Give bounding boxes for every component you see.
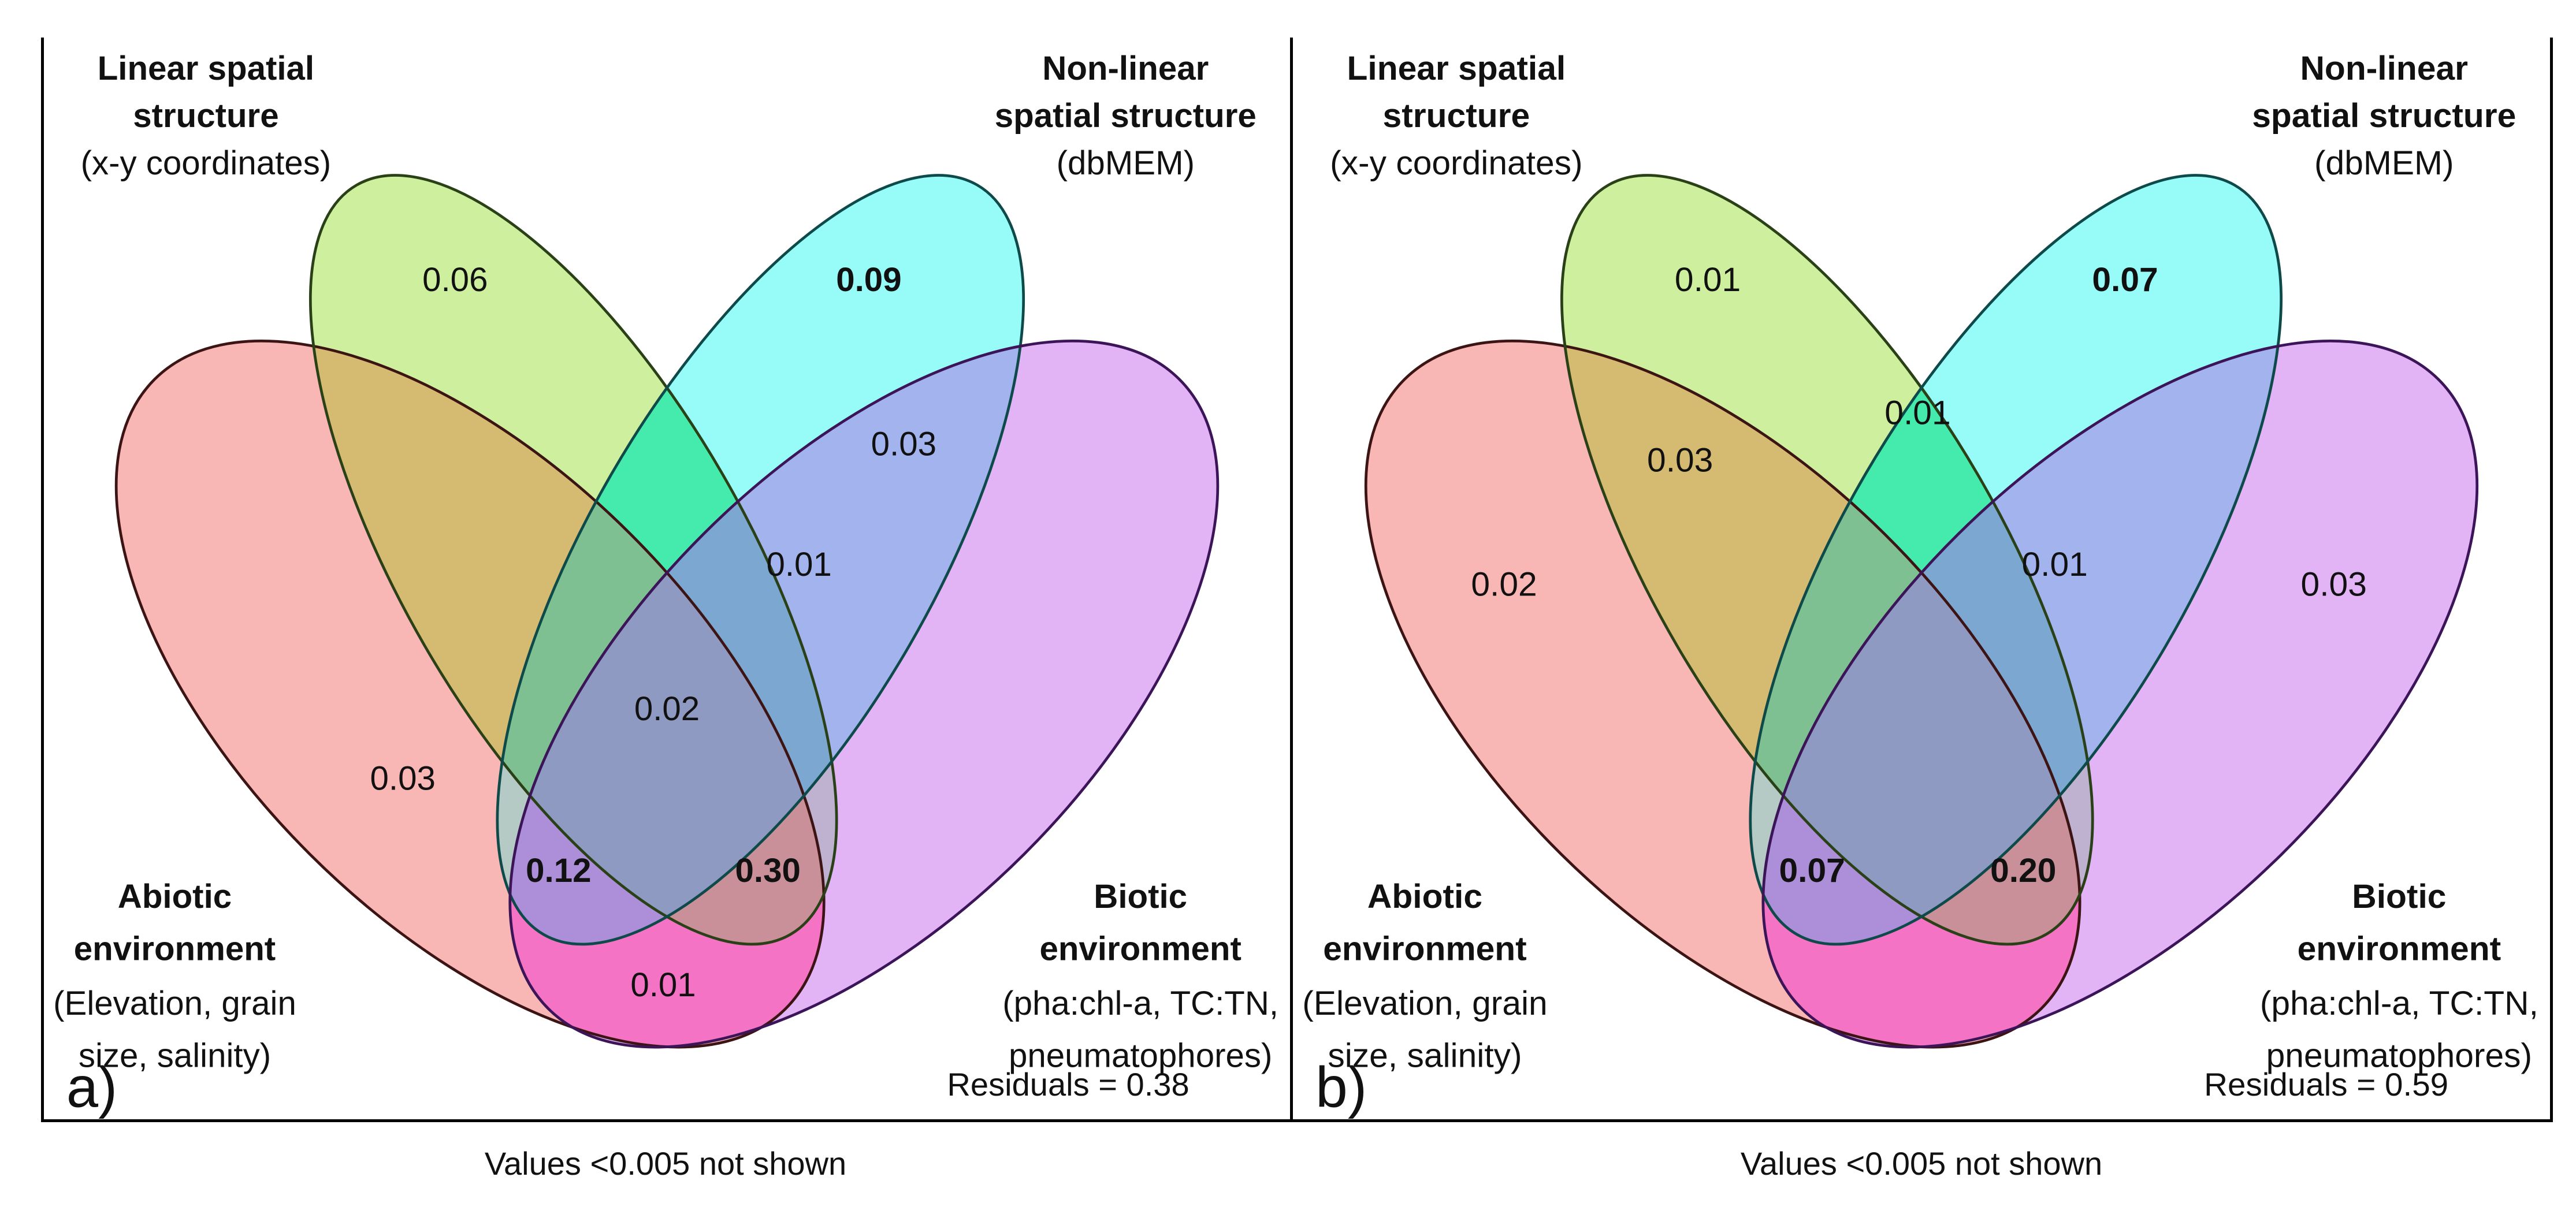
abiotic-label-line2: environment — [1323, 930, 1527, 968]
residuals-text: Residuals = 0.59 — [2204, 1066, 2448, 1103]
value-abiotic-linear: 0.03 — [1647, 442, 1713, 479]
value-nonlinear-only: 0.07 — [2092, 261, 2158, 299]
linear-label-sub: (x-y coordinates) — [1330, 144, 1582, 182]
value-linear-nonlinear: 0.01 — [1884, 394, 1950, 432]
value-nonlinear-biotic: 0.03 — [871, 425, 936, 463]
abiotic-label-sub2: size, salinity) — [1328, 1037, 1522, 1075]
value-linear-only: 0.06 — [422, 261, 488, 299]
value-linear-only: 0.01 — [1675, 261, 1741, 299]
venn-diagram-b: Linear spatial structure (x-y coordinate… — [1293, 50, 2550, 1119]
value-abiotic-linear-biotic: 0.20 — [1990, 852, 2056, 889]
nonlinear-label-line2: spatial structure — [995, 97, 1257, 135]
value-abiotic-biotic: 0.01 — [630, 966, 696, 1004]
nonlinear-label-line2: spatial structure — [2252, 97, 2516, 135]
abiotic-label-line1: Abiotic — [118, 878, 232, 915]
abiotic-label-sub2: size, salinity) — [79, 1037, 271, 1075]
panel-tag: a) — [66, 1056, 117, 1119]
linear-label-line2: structure — [133, 97, 278, 135]
linear-label-line1: Linear spatial — [1347, 50, 1566, 87]
value-abiotic-linear-biotic: 0.30 — [735, 852, 801, 889]
biotic-label-line2: environment — [1039, 930, 1241, 967]
linear-label-line2: structure — [1383, 97, 1530, 135]
linear-label-sub: (x-y coordinates) — [81, 144, 332, 182]
value-biotic-only: 0.03 — [2301, 566, 2367, 604]
value-abiotic-nonlinear: 0.03 — [370, 760, 436, 798]
value-abiotic-nonlinear-biotic: 0.12 — [526, 852, 591, 889]
biotic-label-sub2: pneumatophores) — [2266, 1037, 2533, 1075]
footnote-panel-b: Values <0.005 not shown — [1740, 1145, 2103, 1182]
biotic-label-sub1: (pha:chl-a, TC:TN, — [2260, 985, 2538, 1022]
value-linear-nonlinear-biotic: 0.01 — [2021, 546, 2087, 583]
panel-b: Linear spatial structure (x-y coordinate… — [1290, 38, 2553, 1122]
abiotic-label-sub1: (Elevation, grain — [53, 985, 296, 1022]
residuals-text: Residuals = 0.38 — [947, 1066, 1189, 1103]
panel-a: Linear spatial structure (x-y coordinate… — [41, 38, 1290, 1122]
linear-label-line1: Linear spatial — [98, 50, 314, 87]
value-nonlinear-only: 0.09 — [836, 261, 901, 299]
value-linear-nonlinear-biotic: 0.01 — [766, 546, 831, 583]
abiotic-label-line1: Abiotic — [1367, 878, 1482, 915]
biotic-label-line1: Biotic — [1094, 878, 1187, 915]
nonlinear-label-sub: (dbMEM) — [1057, 144, 1195, 182]
value-all-four: 0.02 — [634, 690, 700, 728]
nonlinear-label-line1: Non-linear — [1042, 50, 1209, 87]
value-abiotic-only: 0.02 — [1471, 566, 1537, 604]
nonlinear-label-sub: (dbMEM) — [2314, 144, 2454, 182]
biotic-label-sub2: pneumatophores) — [1009, 1037, 1272, 1075]
footnote-panel-a: Values <0.005 not shown — [484, 1145, 847, 1182]
biotic-label-line2: environment — [2298, 930, 2501, 968]
panel-tag: b) — [1315, 1056, 1367, 1119]
nonlinear-label-line1: Non-linear — [2300, 50, 2469, 87]
biotic-label-line1: Biotic — [2352, 878, 2446, 915]
value-abiotic-nonlinear-biotic: 0.07 — [1779, 852, 1845, 889]
abiotic-label-line2: environment — [74, 930, 276, 967]
abiotic-label-sub1: (Elevation, grain — [1302, 985, 1548, 1022]
biotic-label-sub1: (pha:chl-a, TC:TN, — [1002, 985, 1278, 1022]
venn-diagram-a: Linear spatial structure (x-y coordinate… — [44, 50, 1290, 1119]
